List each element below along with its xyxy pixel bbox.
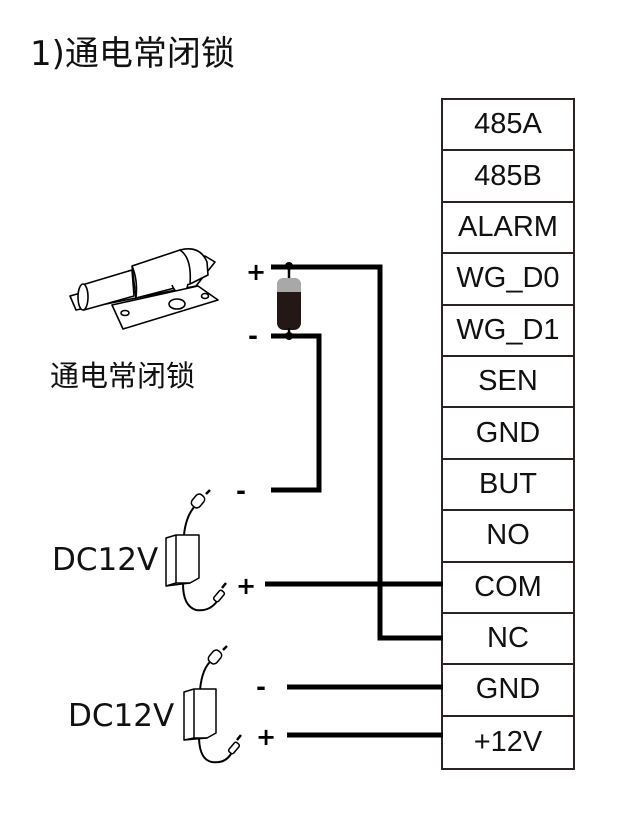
terminal-wg-d0: WG_D0 (443, 254, 573, 306)
wire-lock-plus-to-nc (271, 264, 443, 641)
diagram-title: 1)通电常闭锁 (30, 34, 235, 74)
terminal-but: BUT (443, 460, 573, 512)
lock-label: 通电常闭锁 (50, 359, 196, 393)
terminal-com: COM (443, 563, 573, 614)
psu1-minus-sign: - (236, 477, 246, 505)
terminal-nc: NC (443, 614, 573, 666)
terminal-alarm: ALARM (443, 203, 573, 255)
terminal-block: 485A 485B ALARM WG_D0 WG_D1 SEN GND BUT … (441, 98, 575, 771)
power-adapter-icon (183, 645, 242, 764)
terminal-no: NO (443, 511, 573, 563)
psu2-plus-sign: + (256, 723, 276, 751)
terminal-485b: 485B (443, 151, 573, 203)
terminal-gnd-1: GND (443, 408, 573, 460)
terminal-485a: 485A (443, 100, 573, 152)
psu1-label: DC12V (52, 542, 159, 578)
terminal-12v: +12V (473, 725, 543, 758)
lock-plus-sign: + (246, 258, 266, 286)
psu2-minus-sign: - (256, 673, 266, 701)
terminal-sen: SEN (443, 357, 573, 409)
terminal-gnd-2: GND (443, 665, 573, 717)
terminal-wg-d1: WG_D1 (443, 306, 573, 357)
psu2-label: DC12V (68, 698, 175, 734)
power-adapter-icon (165, 489, 227, 612)
diode-icon (277, 262, 301, 340)
electric-bolt-lock-icon (69, 248, 219, 330)
lock-minus-sign: - (248, 322, 258, 350)
wire-lock-minus-to-psu1-minus (271, 333, 322, 493)
psu1-plus-sign: + (236, 572, 256, 600)
